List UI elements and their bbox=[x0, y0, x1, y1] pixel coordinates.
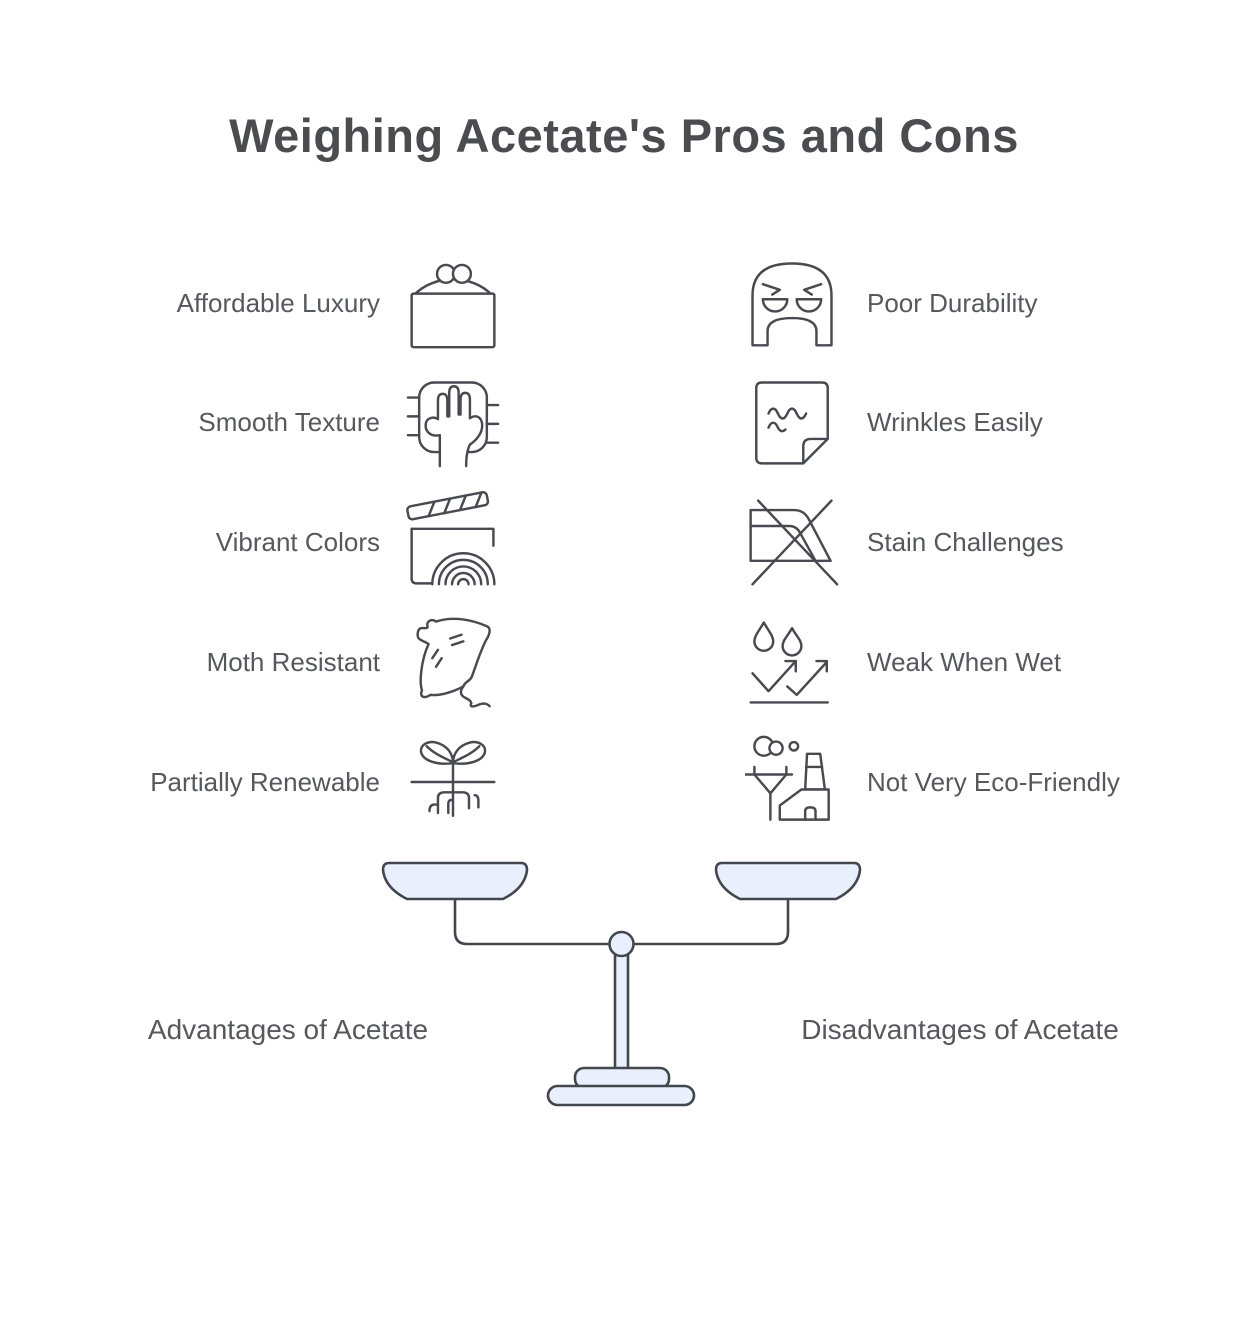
page-title: Weighing Acetate's Pros and Cons bbox=[229, 109, 1019, 162]
scale-post bbox=[613, 952, 630, 1074]
comparison-row-5: Partially Renewable bbox=[0, 722, 1248, 842]
coin-purse-icon bbox=[406, 248, 500, 358]
comparison-row-2: Smooth Texture Wrinkles Easily bbox=[0, 362, 1248, 482]
pro-label-smooth-texture: Smooth Texture bbox=[198, 406, 380, 437]
scale-left-pan bbox=[381, 861, 529, 901]
advantages-footer-label: Advantages of Acetate bbox=[147, 1014, 429, 1045]
water-drops-arrows-icon bbox=[745, 607, 839, 717]
scale-right-pan bbox=[714, 861, 862, 901]
sprout-roots-icon bbox=[406, 727, 500, 837]
flowing-fabric-icon bbox=[406, 607, 500, 717]
scale-base-lower bbox=[546, 1084, 696, 1107]
clapperboard-rainbow-icon bbox=[406, 487, 500, 597]
crossed-iron-symbol-icon bbox=[745, 487, 839, 597]
comparison-row-4: Moth Resistant Weak When Wet bbox=[0, 602, 1248, 722]
pro-label-affordable-luxury: Affordable Luxury bbox=[176, 287, 380, 318]
pro-label-moth-resistant: Moth Resistant bbox=[206, 646, 380, 677]
disadvantages-footer-label: Disadvantages of Acetate bbox=[801, 1014, 1119, 1045]
hand-on-fabric-icon bbox=[406, 367, 500, 477]
con-label-poor-durability: Poor Durability bbox=[867, 287, 1038, 318]
pro-label-vibrant-colors: Vibrant Colors bbox=[215, 526, 380, 557]
wrinkled-paper-icon bbox=[745, 367, 839, 477]
comparison-row-3: Vibrant Colors bbox=[0, 482, 1248, 602]
con-label-wrinkles-easily: Wrinkles Easily bbox=[867, 406, 1043, 437]
comparison-row-1: Affordable Luxury Poor Durability bbox=[0, 243, 1248, 363]
factory-smoke-icon bbox=[745, 727, 839, 837]
angry-face-icon bbox=[745, 248, 839, 358]
con-label-not-eco-friendly: Not Very Eco-Friendly bbox=[867, 766, 1120, 797]
con-label-stain-challenges: Stain Challenges bbox=[867, 526, 1064, 557]
con-label-weak-when-wet: Weak When Wet bbox=[867, 646, 1062, 677]
pro-label-partially-renewable: Partially Renewable bbox=[150, 766, 380, 797]
scale-pivot bbox=[608, 930, 635, 958]
balance-scale-illustration bbox=[355, 848, 895, 1113]
